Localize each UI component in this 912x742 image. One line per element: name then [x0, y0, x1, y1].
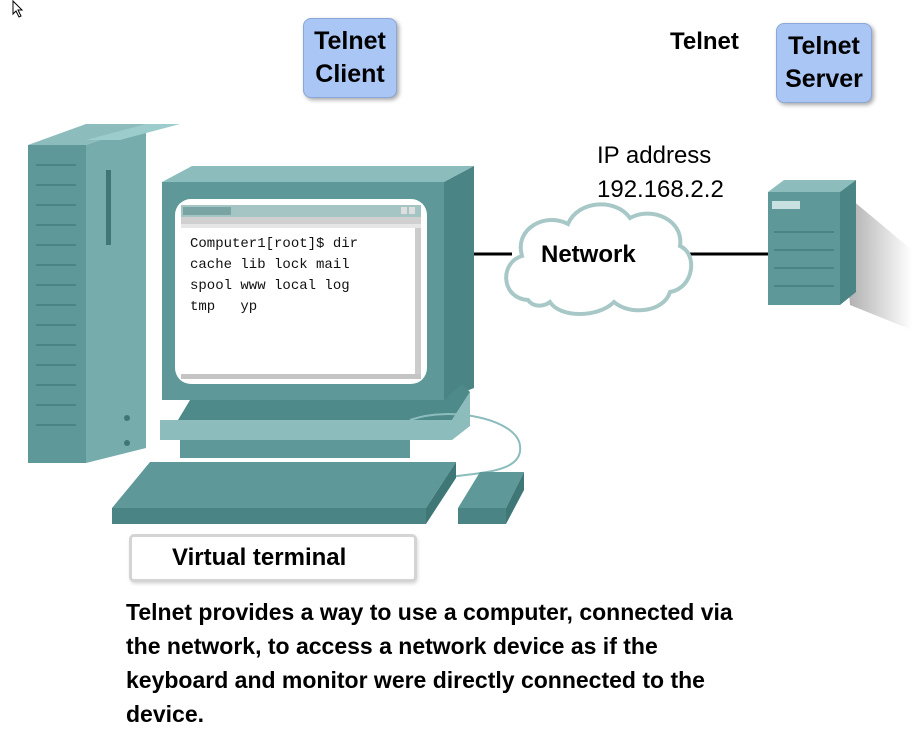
server-shadow	[840, 190, 912, 330]
virtual-terminal-label: Virtual terminal	[172, 544, 347, 571]
computer-icon	[28, 124, 524, 524]
network-label: Network	[541, 241, 636, 268]
telnet-server-label: Telnet Server	[776, 23, 872, 103]
telnet-client-label: Telnet Client	[303, 18, 397, 98]
server-icon	[768, 180, 856, 305]
terminal-line: tmp yp	[190, 299, 258, 315]
telnet-heading: Telnet	[670, 28, 739, 55]
virtual-terminal-box: Virtual terminal	[129, 534, 417, 582]
terminal-output: Computer1[root]$ dir cache lib lock mail…	[190, 234, 358, 318]
terminal-line: Computer1[root]$ dir	[190, 236, 359, 252]
ip-address-label: IP address	[597, 142, 712, 169]
terminal-line: cache lib lock mail	[190, 257, 350, 273]
terminal-line: spool www local log	[190, 278, 350, 294]
cloud-icon	[504, 202, 694, 316]
caption-text: Telnet provides a way to use a computer,…	[126, 599, 733, 727]
ip-address-value: 192.168.2.2	[597, 176, 724, 203]
mouse-cursor-icon	[12, 0, 24, 18]
